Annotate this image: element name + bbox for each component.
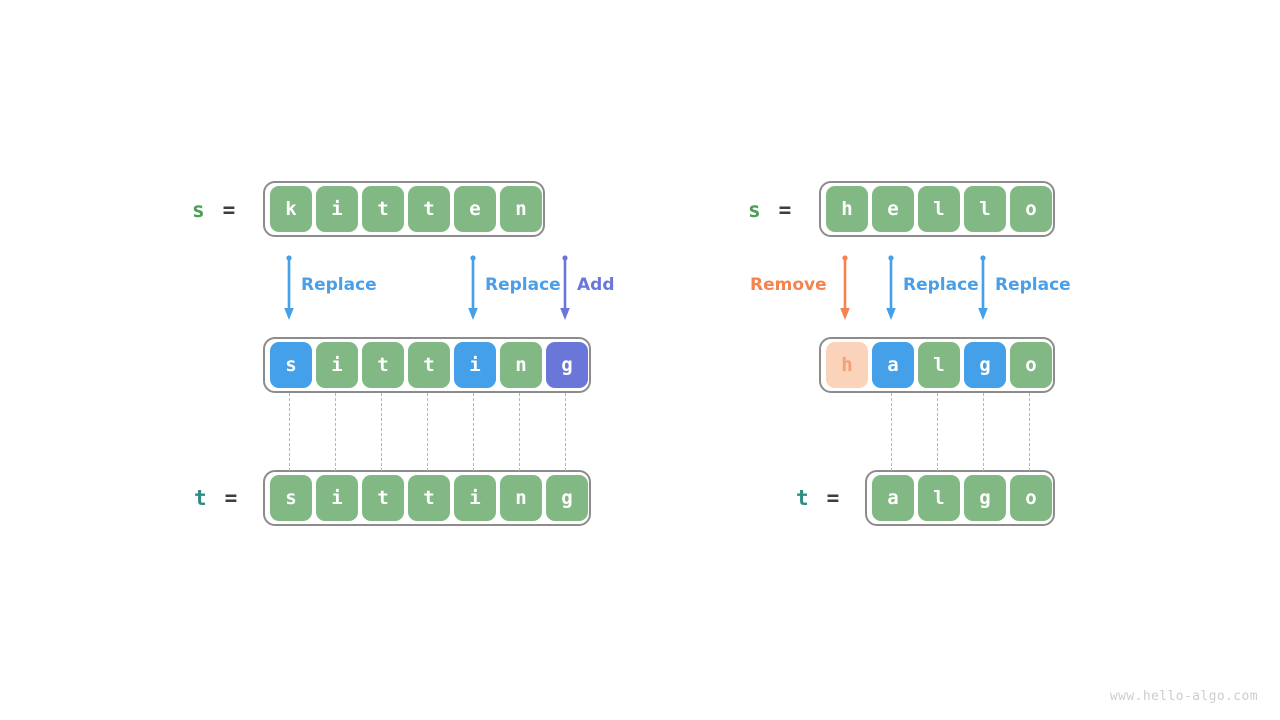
left-source-equals: = [222,198,236,222]
array-cell: t [362,186,404,232]
array-cell: o [1010,186,1052,232]
array-cell: i [316,342,358,388]
left-target-label: t = [194,483,237,513]
array-cell: e [872,186,914,232]
array-cell: i [316,475,358,521]
connector-dashed-line [565,393,566,471]
operation-label-replace: Replace [903,275,979,295]
array-cell: t [408,475,450,521]
operation-label-replace: Replace [301,275,377,295]
array-cell: s [270,475,312,521]
operation-label-remove: Remove [750,275,827,295]
right-source-var-name: s [748,198,761,222]
array-cell: s [270,342,312,388]
array-cell: a [872,475,914,521]
left-source-label: s = [192,195,235,225]
watermark: www.hello-algo.com [1109,689,1258,704]
array-cell: k [270,186,312,232]
left-source-var-name: s [192,198,205,222]
right-target-label: t = [796,483,839,513]
operation-arrow [838,255,852,320]
array-cell: o [1010,342,1052,388]
left-target-var-name: t [194,486,207,510]
right-target-var-name: t [796,486,809,510]
array-cell: e [454,186,496,232]
array-cell: l [918,475,960,521]
array-cell: t [408,186,450,232]
operation-arrow [466,255,480,320]
connector-dashed-line [381,393,382,471]
operation-arrow [884,255,898,320]
array-cell: t [362,475,404,521]
connector-dashed-line [983,393,984,471]
array-cell: n [500,186,542,232]
array-cell: n [500,475,542,521]
connector-dashed-line [1029,393,1030,471]
connector-dashed-line [427,393,428,471]
array-cell: t [408,342,450,388]
array-cell: g [964,342,1006,388]
array-cell: i [454,475,496,521]
array-cell: i [454,342,496,388]
connector-dashed-line [937,393,938,471]
array-cell: h [826,186,868,232]
left-target-equals: = [224,486,238,510]
right-source-equals: = [778,198,792,222]
array-cell: l [964,186,1006,232]
array-cell: h [826,342,868,388]
operation-arrow [976,255,990,320]
operation-label-add: Add [577,275,615,295]
operation-arrow [558,255,572,320]
operation-label-replace: Replace [995,275,1071,295]
connector-dashed-line [473,393,474,471]
array-cell: l [918,342,960,388]
array-cell: o [1010,475,1052,521]
right-source-label: s = [748,195,791,225]
connector-dashed-line [289,393,290,471]
array-cell: n [500,342,542,388]
connector-dashed-line [335,393,336,471]
operation-label-replace: Replace [485,275,561,295]
array-cell: g [546,342,588,388]
array-cell: i [316,186,358,232]
right-target-equals: = [826,486,840,510]
array-cell: a [872,342,914,388]
array-cell: t [362,342,404,388]
array-cell: l [918,186,960,232]
operation-arrow [282,255,296,320]
connector-dashed-line [891,393,892,471]
array-cell: g [964,475,1006,521]
connector-dashed-line [519,393,520,471]
array-cell: g [546,475,588,521]
